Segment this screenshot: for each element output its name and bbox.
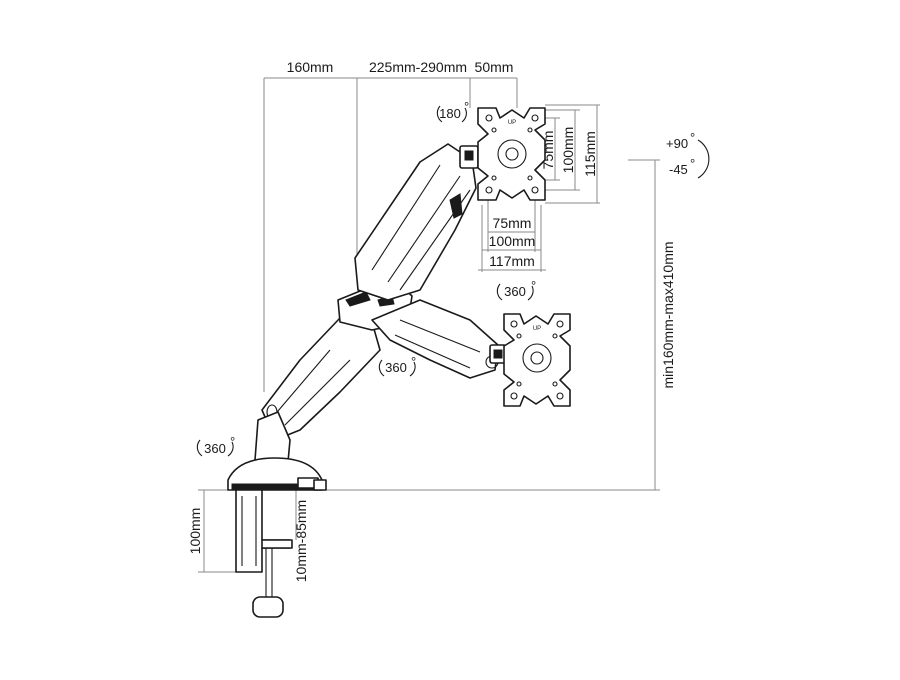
vesa-plate-bottom: UP xyxy=(503,313,571,407)
clamp-jaw xyxy=(261,539,293,549)
dim-vesa-117-horizontal: 117mm xyxy=(489,253,535,269)
tilt-arrow-icon xyxy=(697,139,710,179)
rotation-arrow-icon xyxy=(436,105,443,123)
dim-vesa-100-vertical: 100mm xyxy=(560,127,576,174)
rotation-elbow: 360 ° xyxy=(378,354,416,377)
upper-arm xyxy=(354,143,477,301)
tilt-down-label: -45 xyxy=(669,162,688,177)
plate-up-label: UP xyxy=(533,326,541,332)
tilt-indicator: +90 ° -45 ° xyxy=(666,130,710,179)
svg-text:°: ° xyxy=(411,354,416,369)
svg-text:°: ° xyxy=(531,278,536,293)
rotation-base-label: 360 xyxy=(204,441,226,456)
rotation-elbow-label: 360 xyxy=(385,360,407,375)
rotation-indicators: 180 ° 360 ° 360 ° 360 ° +90 ° -45 ° xyxy=(196,99,710,457)
rotation-head: 360 ° xyxy=(496,278,536,301)
svg-text:°: ° xyxy=(690,130,695,145)
dim-top-left: 160mm xyxy=(287,59,334,75)
svg-text:°: ° xyxy=(690,156,695,171)
dim-desk-thickness: 10mm-85mm xyxy=(293,500,309,582)
dimension-lines xyxy=(198,77,660,573)
degree-symbol: ° xyxy=(464,99,469,114)
tilt-up-label: +90 xyxy=(666,136,688,151)
rotation-top-head: 180 ° xyxy=(436,99,469,123)
rotation-head-label: 360 xyxy=(504,284,526,299)
rotation-arrow-icon xyxy=(196,439,203,457)
rotation-arrow-icon xyxy=(496,283,503,301)
dim-top-middle: 225mm-290mm xyxy=(369,59,467,75)
clamp-knob xyxy=(252,596,284,618)
dim-top-right: 50mm xyxy=(475,59,514,75)
forearm-lower xyxy=(371,299,499,379)
plate-up-label: UP xyxy=(508,120,516,126)
dimension-labels: 160mm 225mm-290mm 50mm 75mm 100mm 115mm … xyxy=(187,59,676,582)
monitor-arm xyxy=(227,143,507,618)
rotation-top-head-label: 180 xyxy=(439,106,461,121)
dim-vesa-115-vertical: 115mm xyxy=(582,131,598,177)
dim-clamp-height: 100mm xyxy=(187,508,203,555)
vesa-plate-top: UP xyxy=(477,107,546,201)
rotation-arrow-icon xyxy=(378,359,385,377)
desk-clamp xyxy=(235,489,291,573)
svg-text:°: ° xyxy=(230,434,235,449)
dim-vesa-100-horizontal: 100mm xyxy=(489,233,536,249)
rotation-base: 360 ° xyxy=(196,434,235,457)
dim-vesa-75-horizontal: 75mm xyxy=(493,215,532,231)
dim-height-range: min160mm-max410mm xyxy=(660,241,676,388)
